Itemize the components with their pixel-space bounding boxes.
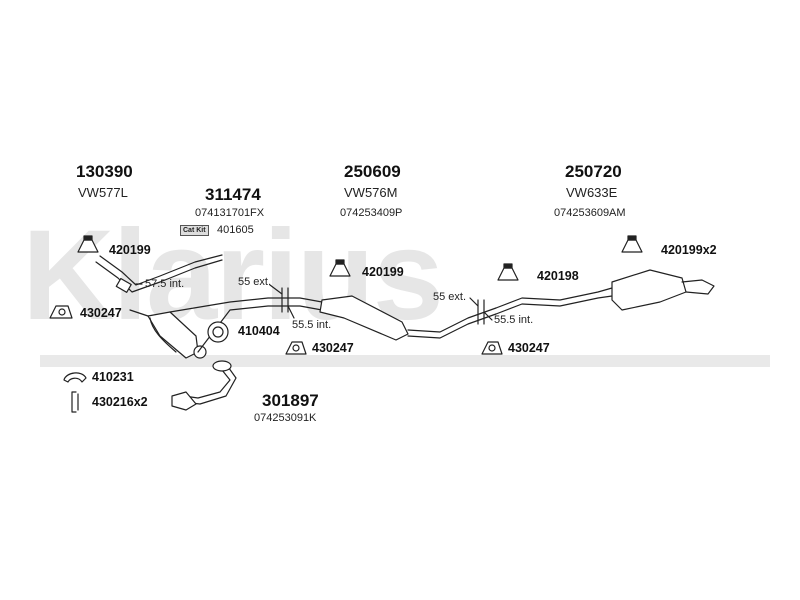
oem-074253409p: 074253409P <box>340 207 403 219</box>
front-pipe-clamp <box>115 277 132 293</box>
gasket-label: 410404 <box>238 324 280 338</box>
oem-074131701fx: 074131701FX <box>195 207 265 219</box>
front-pipe-inner <box>99 254 223 286</box>
dimension-label-4: 55 ext. <box>433 291 467 303</box>
kit-number-401605: 401605 <box>217 224 254 236</box>
hanger-icon-2 <box>329 263 351 277</box>
mount-icon-3 <box>481 341 503 355</box>
mount-label-2: 430247 <box>312 341 354 355</box>
hanger-label-2: 420199 <box>362 265 404 279</box>
clamp-icon <box>71 391 77 413</box>
front-pipe <box>95 259 223 293</box>
gasket-icon <box>207 321 229 343</box>
oem-074253609am: 074253609AM <box>554 207 626 219</box>
seal-icon <box>63 372 87 383</box>
centre-silencer <box>319 295 409 341</box>
hanger-icon-3 <box>497 267 519 281</box>
hanger-icon-1 <box>77 239 99 253</box>
catalytic-converter <box>147 311 199 359</box>
part-number-130390: 130390 <box>76 162 133 181</box>
mount-label-3: 430247 <box>508 341 550 355</box>
part-number-250720: 250720 <box>565 162 622 181</box>
hanger-label-3: 420198 <box>537 269 579 283</box>
down-pipe-flange <box>171 391 197 411</box>
model-vw577l: VW577L <box>78 185 128 200</box>
dimension-label-3: 55.5 int. <box>292 319 332 331</box>
oem-074253091k: 074253091K <box>254 412 317 424</box>
dimension-label-2: 55 ext. <box>238 276 272 288</box>
mount-icon-1 <box>49 305 73 319</box>
hanger-icon-4 <box>621 239 643 253</box>
dimension-label-1: 57.5 int. <box>145 278 185 290</box>
cat-outlet-flange <box>193 345 207 359</box>
seal-label: 410231 <box>92 370 134 384</box>
cat-kit-badge: Cat Kit <box>180 225 209 236</box>
hanger-label-4: 420199x2 <box>661 243 717 257</box>
tailpipe <box>681 279 715 295</box>
dimension-label-5: 55.5 int. <box>494 314 534 326</box>
clamp-label: 430216x2 <box>92 395 148 409</box>
rear-silencer <box>611 269 687 311</box>
part-number-250609: 250609 <box>344 162 401 181</box>
model-vw633e: VW633E <box>566 185 618 200</box>
part-number-301897: 301897 <box>262 391 319 410</box>
model-vw576m: VW576M <box>344 185 398 200</box>
mount-icon-2 <box>285 341 307 355</box>
rear-pipe <box>495 287 613 309</box>
middle-pipe <box>169 297 323 313</box>
mount-label-1: 430247 <box>80 306 122 320</box>
hanger-label-1: 420199 <box>109 243 151 257</box>
part-number-311474: 311474 <box>205 185 261 204</box>
